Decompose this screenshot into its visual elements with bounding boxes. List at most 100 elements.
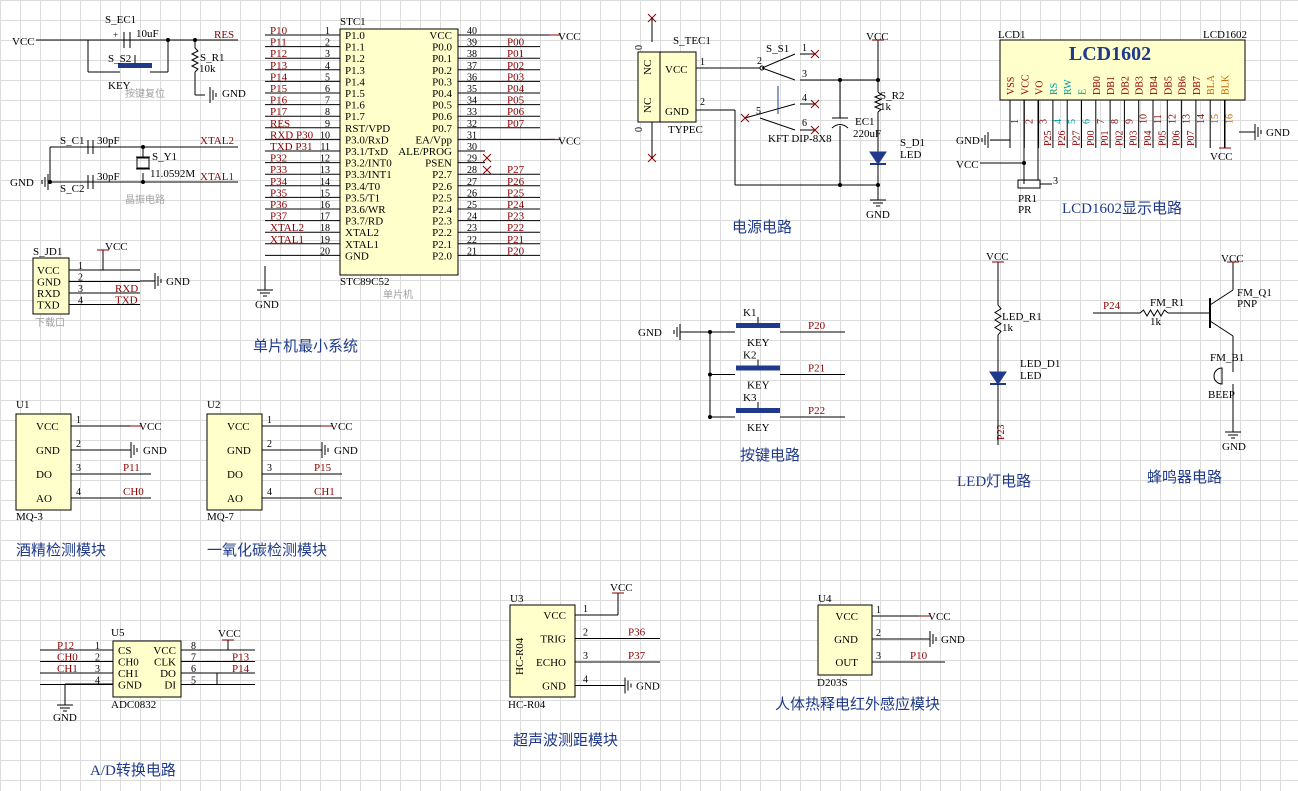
mcu-comment: 单片机 bbox=[383, 288, 413, 301]
adc-net-label: CH1 bbox=[57, 663, 78, 675]
lcd-pin-number: 9 bbox=[1124, 119, 1135, 124]
mcu-net-label: RES bbox=[270, 118, 290, 130]
ultrasonic-pin-name: ECHO bbox=[536, 657, 566, 669]
download-port-pin-number: 4 bbox=[78, 296, 83, 307]
gnd-label: GND bbox=[166, 276, 190, 288]
ultrasonic-body-text: HC-R04 bbox=[514, 637, 526, 675]
mcu-pin-name: P3.7/RD bbox=[345, 216, 383, 228]
reset-cap-polarity: + bbox=[113, 30, 118, 40]
gnd-label: GND bbox=[638, 327, 662, 339]
lcd-pin-number: 5 bbox=[1067, 119, 1078, 124]
u2-net-label: P15 bbox=[314, 462, 332, 474]
mcu-pin-number: 10 bbox=[320, 130, 330, 141]
lcd-pin-name: DB6 bbox=[1178, 76, 1189, 95]
mcu-pin-name: P1.1 bbox=[345, 42, 365, 54]
mcu-pin-name: VCC bbox=[429, 30, 452, 42]
ultrasonic-pin-number: 1 bbox=[583, 604, 588, 615]
key-ref: K3 bbox=[743, 392, 757, 404]
download-port-body bbox=[32, 257, 70, 315]
junction-dot bbox=[838, 183, 842, 187]
adc-pin-name: CS bbox=[118, 645, 131, 657]
mcu-pin-name: P2.3 bbox=[432, 216, 452, 228]
u1-pin-number: 4 bbox=[76, 487, 81, 498]
key-net-label: P20 bbox=[808, 320, 826, 332]
mcu-pin-name: P1.3 bbox=[345, 65, 365, 77]
mcu-pin-name: P2.2 bbox=[432, 227, 452, 239]
mcu-net-label: P12 bbox=[270, 48, 287, 60]
power-led-part: LED bbox=[900, 149, 921, 161]
power-switch-lever bbox=[761, 67, 796, 81]
download-port-pin-name: RXD bbox=[37, 288, 60, 300]
ultrasonic-pin-name: TRIG bbox=[540, 634, 566, 646]
mcu-net-label: P22 bbox=[507, 222, 524, 234]
mcu-net-label: P10 bbox=[270, 25, 288, 37]
ultrasonic-pin-number: 2 bbox=[583, 628, 588, 639]
reset-switch-ref: S_S2 bbox=[108, 53, 131, 65]
mcu-pin-name: XTAL2 bbox=[345, 227, 379, 239]
vcc-label: VCC bbox=[12, 36, 35, 48]
u1-pin-name: GND bbox=[36, 445, 60, 457]
lcd-net-label: P04 bbox=[1143, 130, 1154, 146]
buzzer-net-label: P24 bbox=[1103, 300, 1121, 312]
mcu-pin-number: 7 bbox=[325, 96, 330, 107]
power-capacitor bbox=[831, 124, 849, 129]
download-port-pin-name: GND bbox=[37, 277, 61, 289]
lcd-pin-number: 15 bbox=[1210, 114, 1221, 124]
gnd-label: GND bbox=[866, 209, 890, 221]
adc-pin-name: DI bbox=[164, 680, 176, 692]
mcu-pin-number: 26 bbox=[467, 188, 477, 199]
mcu-net-label: P33 bbox=[270, 164, 288, 176]
u2-pin-name: VCC bbox=[227, 421, 250, 433]
download-port-ref: S_JD1 bbox=[33, 246, 62, 258]
mcu-pin-name: P2.7 bbox=[432, 169, 452, 181]
led-part: LED bbox=[1020, 370, 1041, 382]
mcu-pin-number: 16 bbox=[320, 200, 330, 211]
download-port-comment: 下载口 bbox=[35, 317, 65, 329]
buzzer-transistor bbox=[1209, 320, 1234, 337]
mcu-pin-name: P1.6 bbox=[345, 100, 365, 112]
mcu-pin-name: P3.4/T0 bbox=[345, 181, 381, 193]
u1-net-label: P11 bbox=[123, 462, 140, 474]
mcu-pin-number: 28 bbox=[467, 165, 477, 176]
lcd-pin-name: DB5 bbox=[1163, 76, 1174, 95]
mcu-net-label: P04 bbox=[507, 83, 525, 95]
reset-res-value: 10k bbox=[199, 63, 216, 75]
power-led-ref: S_D1 bbox=[900, 137, 925, 149]
lcd-pin-name: DB1 bbox=[1106, 76, 1117, 95]
reset-resistor bbox=[190, 47, 200, 73]
mcu-pin-name: P0.1 bbox=[432, 53, 452, 65]
no-connect-mark bbox=[810, 99, 820, 109]
power-pin-number: 0 bbox=[634, 127, 645, 132]
crystal-cap1-ref: S_C1 bbox=[60, 135, 84, 147]
vcc-label: VCC bbox=[866, 31, 889, 43]
mcu-pin-name: RST/VPD bbox=[345, 123, 390, 135]
buzzer-res-ref: FM_R1 bbox=[1150, 297, 1184, 309]
adc-ref: U5 bbox=[111, 627, 125, 639]
vcc-label: VCC bbox=[986, 251, 1009, 263]
junction-dot bbox=[838, 78, 842, 82]
u1-pin-name: VCC bbox=[36, 421, 59, 433]
lcd-pot-ref: PR1 bbox=[1018, 193, 1037, 205]
vcc-label: VCC bbox=[1221, 253, 1244, 265]
mcu-part: STC89C52 bbox=[340, 276, 390, 288]
pir-pin-number: 3 bbox=[876, 651, 881, 662]
mcu-pin-number: 12 bbox=[320, 154, 330, 165]
junction-dot bbox=[48, 180, 52, 184]
mcu-pin-name: EA/Vpp bbox=[415, 134, 452, 146]
mcu-net-label: XTAL2 bbox=[270, 222, 304, 234]
mcu-net-label: TXD P31 bbox=[270, 141, 312, 153]
mcu-pin-name: GND bbox=[345, 250, 369, 262]
lcd-pin-number: 13 bbox=[1182, 114, 1193, 124]
junction-dot bbox=[166, 38, 170, 42]
mcu-pin-name: ALE/PROG bbox=[398, 146, 452, 158]
buzzer-body bbox=[1213, 367, 1223, 385]
key-ref: K1 bbox=[743, 307, 756, 319]
lcd-pin-name: RW bbox=[1063, 79, 1074, 95]
mcu-pin-name: P2.5 bbox=[432, 192, 452, 204]
reset-res-ref: S_R1 bbox=[200, 52, 224, 64]
power-switch-pin: 3 bbox=[802, 69, 807, 80]
adc-pin-name: GND bbox=[118, 680, 142, 692]
mcu-pin-number: 14 bbox=[320, 177, 330, 188]
mcu-pin-number: 22 bbox=[467, 235, 477, 246]
wire-layer bbox=[15, 13, 1262, 712]
